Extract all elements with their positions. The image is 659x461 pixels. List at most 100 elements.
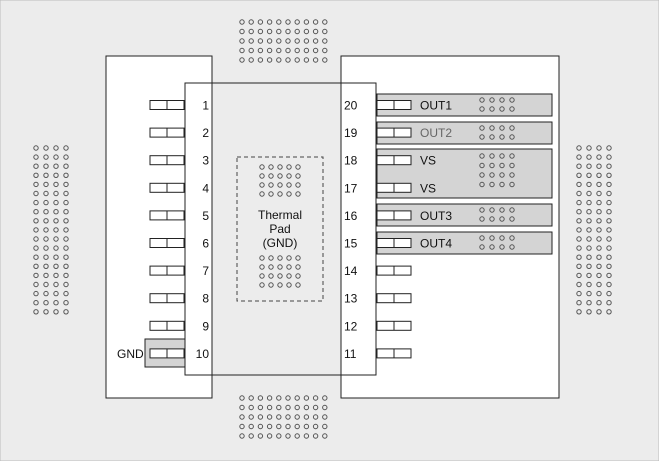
- via: [509, 244, 515, 250]
- via: [586, 172, 592, 179]
- via: [295, 273, 301, 279]
- via: [303, 38, 310, 44]
- pin-9: 9: [149, 319, 209, 333]
- via: [286, 173, 292, 179]
- via: [248, 28, 254, 35]
- via: [268, 164, 274, 170]
- via: [606, 209, 612, 215]
- via: [586, 272, 592, 279]
- via: [509, 181, 515, 188]
- via: [586, 181, 592, 188]
- via: [294, 404, 300, 411]
- via: [239, 28, 245, 35]
- pin-number: 8: [202, 292, 209, 306]
- via: [33, 263, 39, 269]
- via: [509, 172, 515, 178]
- via: [606, 281, 612, 288]
- via: [509, 216, 515, 222]
- via: [596, 145, 602, 151]
- via: [43, 154, 49, 160]
- via: [295, 191, 301, 197]
- via: [294, 38, 300, 44]
- via: [43, 145, 49, 151]
- via: [285, 414, 291, 420]
- via: [479, 172, 485, 178]
- via: [257, 414, 264, 420]
- via: [576, 309, 582, 315]
- via: [285, 47, 291, 54]
- via: [596, 263, 602, 269]
- via: [239, 433, 245, 439]
- via: [276, 404, 282, 411]
- via: [285, 19, 291, 25]
- via: [43, 272, 49, 279]
- via: [303, 47, 310, 54]
- via: [499, 97, 505, 103]
- via: [285, 38, 291, 44]
- via: [248, 47, 254, 54]
- via: [489, 106, 495, 112]
- via: [286, 164, 292, 170]
- via: [606, 236, 612, 242]
- via: [276, 423, 282, 430]
- via: [33, 300, 39, 306]
- vs-vias: [479, 153, 515, 188]
- via: [63, 218, 69, 224]
- pin-number: 14: [344, 264, 358, 278]
- via: [499, 125, 505, 131]
- via: [33, 145, 39, 151]
- via: [509, 153, 515, 159]
- top-via-grid: [239, 19, 328, 63]
- via: [586, 309, 592, 315]
- via: [586, 300, 592, 306]
- via: [312, 433, 319, 439]
- via: [43, 181, 49, 188]
- via: [499, 235, 505, 241]
- via: [596, 163, 602, 169]
- via: [53, 218, 59, 224]
- via: [509, 207, 515, 213]
- via: [576, 218, 582, 224]
- via: [53, 163, 59, 169]
- via: [606, 199, 612, 206]
- via: [606, 254, 612, 260]
- via: [286, 182, 292, 188]
- via: [576, 209, 582, 215]
- out3-vias: [479, 207, 515, 222]
- via: [239, 57, 245, 63]
- via: [489, 153, 495, 159]
- via: [489, 235, 495, 241]
- via: [322, 395, 328, 401]
- via: [479, 162, 485, 169]
- via: [266, 57, 273, 63]
- thermal-pad-label-line3: (GND): [263, 236, 298, 250]
- via: [576, 290, 582, 297]
- via: [43, 199, 49, 206]
- pin-14: 14: [344, 264, 412, 278]
- via: [285, 57, 291, 63]
- pin-number: 13: [344, 292, 358, 306]
- via: [576, 145, 582, 151]
- via: [53, 272, 59, 279]
- via: [276, 38, 282, 44]
- via: [63, 172, 69, 179]
- via: [43, 236, 49, 242]
- via: [266, 414, 273, 420]
- via: [322, 38, 328, 44]
- via: [43, 190, 49, 197]
- via: [312, 423, 319, 430]
- via: [33, 254, 39, 260]
- via: [286, 255, 292, 261]
- via: [43, 245, 49, 251]
- via: [259, 173, 265, 179]
- via: [63, 190, 69, 197]
- via: [277, 191, 283, 197]
- via: [53, 227, 59, 233]
- via: [509, 106, 515, 112]
- net-label-vs: VS: [420, 181, 436, 195]
- via: [286, 191, 292, 197]
- net-label-gnd: GND: [117, 347, 144, 361]
- via: [266, 47, 273, 54]
